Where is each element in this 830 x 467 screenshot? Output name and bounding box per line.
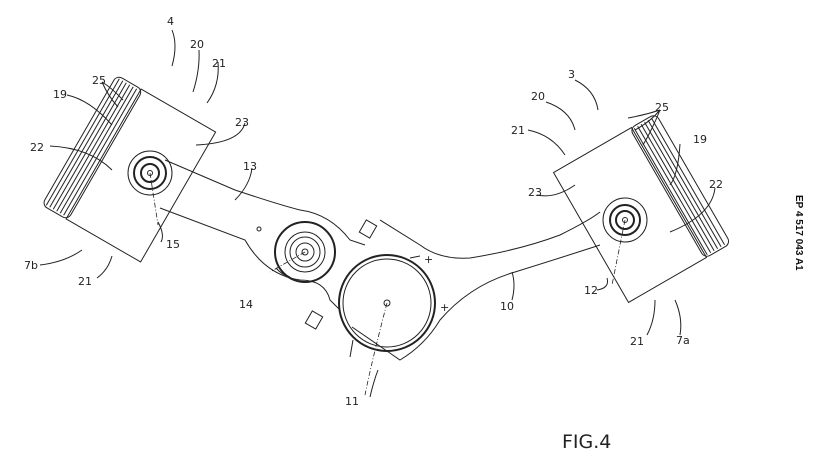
ref-12: 12 — [584, 284, 598, 297]
ref-13: 13 — [243, 160, 257, 173]
axis-14 — [269, 251, 306, 273]
conrod-13-hole — [256, 226, 262, 232]
right-wrist-pin — [602, 197, 648, 243]
mark-x1: + — [424, 253, 433, 266]
left-piston-rings — [45, 78, 138, 216]
ref-14: 14 — [239, 298, 253, 311]
ref-10: 10 — [500, 300, 514, 313]
ref-22-right: 22 — [709, 178, 723, 191]
ref-21-right-bottom: 21 — [630, 335, 644, 348]
conrod-13-upper-edge — [164, 159, 366, 246]
arm-10-upper-edge — [379, 211, 601, 259]
ref-3: 3 — [568, 68, 575, 81]
ref-21-left-bottom: 21 — [78, 275, 92, 288]
axis-12 — [611, 219, 626, 286]
ref-20-right: 20 — [531, 90, 545, 103]
ref-22-left: 22 — [30, 141, 44, 154]
ref-19-right: 19 — [693, 133, 707, 146]
ref-7a: 7a — [676, 334, 690, 347]
left-piston-body — [65, 88, 217, 263]
ref-19-left: 19 — [53, 88, 67, 101]
ref-21-right-top: 21 — [511, 124, 525, 137]
right-piston — [552, 115, 730, 304]
right-piston-crown — [631, 115, 730, 257]
publication-number: EP 4 517 043 A1 — [793, 195, 804, 271]
right-piston-body — [552, 126, 708, 304]
ref-4: 4 — [167, 15, 174, 28]
ref-21-left-top: 21 — [212, 57, 226, 70]
conrod-13-lower-edge — [159, 207, 341, 311]
left-piston-crown — [43, 76, 142, 219]
axis-11 — [364, 302, 388, 396]
ref-23-left: 23 — [235, 116, 249, 129]
axis-15 — [149, 172, 159, 226]
ref-11: 11 — [345, 395, 359, 408]
left-piston — [43, 76, 217, 263]
ref-7b: 7b — [24, 259, 38, 272]
mark-x2: + — [440, 301, 449, 314]
ref-25-right: 25 — [655, 101, 669, 114]
right-piston-rings — [633, 118, 725, 255]
bolt-lower — [304, 310, 324, 330]
arm-10-lower-edge — [351, 244, 601, 361]
ref-25-left: 25 — [92, 74, 106, 87]
main-bearing-11 — [338, 254, 436, 352]
ref-15: 15 — [166, 238, 180, 251]
bolt-upper — [358, 219, 378, 239]
ref-20-left: 20 — [190, 38, 204, 51]
ref-23-right: 23 — [528, 186, 542, 199]
pin-14 — [274, 221, 336, 283]
figure-title: FIG.4 — [562, 431, 611, 453]
